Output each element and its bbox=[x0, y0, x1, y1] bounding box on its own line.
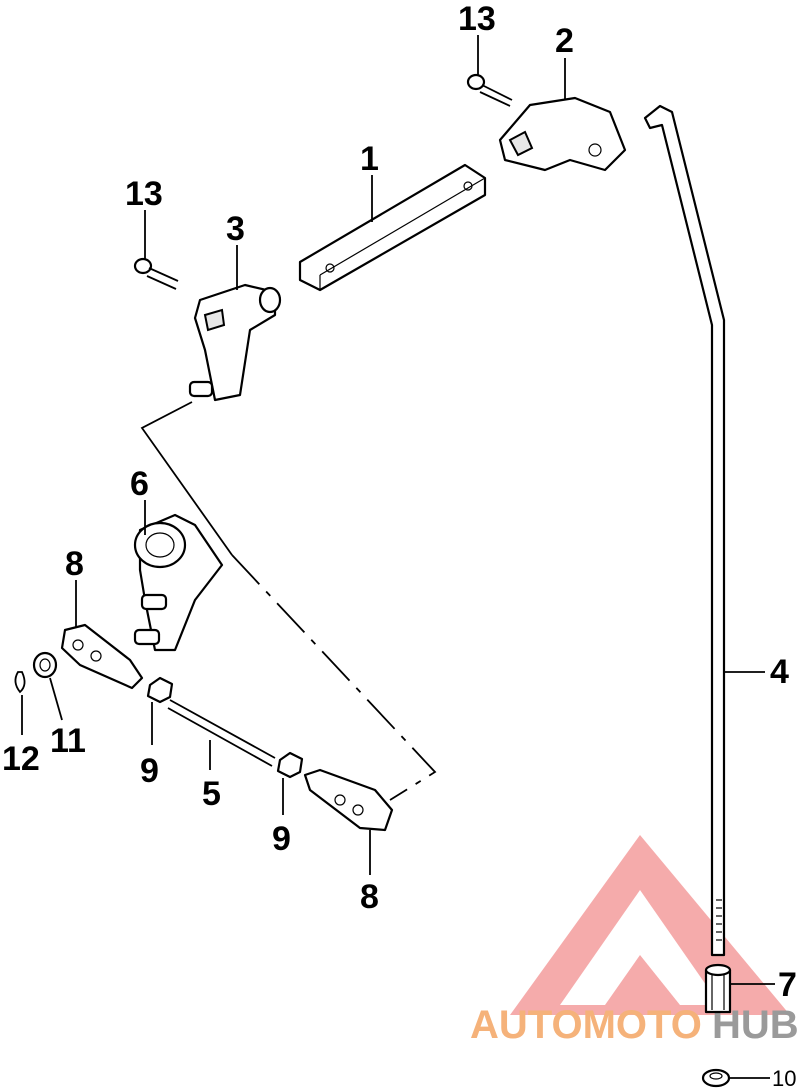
lever-part-3 bbox=[188, 283, 282, 402]
callout-8a: 8 bbox=[65, 545, 84, 583]
callout-4: 4 bbox=[770, 653, 789, 691]
link-part-8-right bbox=[303, 768, 394, 832]
callout-13b: 13 bbox=[125, 175, 163, 213]
callout-5: 5 bbox=[202, 775, 221, 813]
callout-2: 2 bbox=[555, 22, 574, 60]
callout-3: 3 bbox=[226, 210, 245, 248]
callout-9b: 9 bbox=[272, 820, 291, 858]
callout-12: 12 bbox=[2, 740, 40, 778]
link-part-8-left bbox=[60, 623, 144, 690]
shaft-part-1 bbox=[298, 163, 487, 292]
callout-7: 7 bbox=[778, 966, 797, 1004]
rod-part-4 bbox=[643, 104, 726, 957]
nut-part-9-left bbox=[146, 676, 174, 704]
leader-lines bbox=[21, 35, 775, 1079]
threaded-rod-part-5 bbox=[167, 699, 276, 767]
nut-part-9-right bbox=[276, 751, 304, 779]
bolt-part-13-top bbox=[466, 73, 513, 107]
sleeve-part-7 bbox=[704, 963, 732, 1014]
callout-11: 11 bbox=[50, 722, 86, 760]
nut-part-10 bbox=[701, 1068, 731, 1088]
watermark-text-automoto: AUTOMOTO bbox=[470, 1003, 702, 1047]
watermark-logo-icon bbox=[510, 835, 790, 1015]
callout-8b: 8 bbox=[360, 878, 379, 916]
callout-13a: 13 bbox=[458, 0, 496, 38]
callout-10: 10 bbox=[772, 1066, 796, 1090]
bolt-part-13-left bbox=[133, 257, 179, 290]
clip-part-12 bbox=[14, 671, 26, 694]
bracket-part-6 bbox=[133, 513, 224, 652]
washer-part-11 bbox=[32, 651, 58, 679]
callout-9a: 9 bbox=[140, 752, 159, 790]
assembly-line bbox=[140, 401, 437, 801]
callout-6: 6 bbox=[130, 465, 149, 503]
callout-1: 1 bbox=[360, 140, 379, 178]
lever-part-2 bbox=[498, 96, 627, 172]
